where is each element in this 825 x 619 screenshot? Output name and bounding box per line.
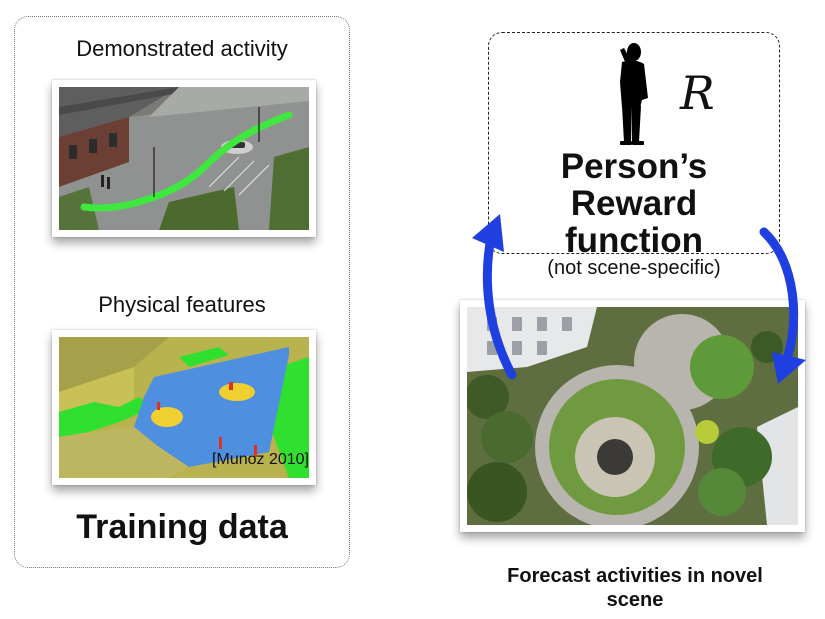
reward-title-line: Person’s [560, 147, 708, 186]
parking-lot-aerial-image [59, 87, 309, 230]
training-data-title: Training data [76, 508, 288, 546]
reward-function-title: Person’s Reward function [488, 148, 780, 259]
physical-features-caption: Physical features [98, 292, 266, 317]
citation-label: [Munoz 2010] [212, 451, 309, 468]
reward-note: (not scene-specific) [547, 257, 721, 279]
demonstrated-activity-photo [52, 80, 316, 237]
forecast-caption-line: scene [606, 589, 664, 611]
infer-reward-arrow [482, 227, 517, 380]
forecast-caption: Forecast activities in novel scene [440, 564, 825, 612]
novel-scene-photo [460, 300, 805, 532]
person-on-phone-silhouette-icon [620, 43, 648, 145]
reward-function-box [488, 32, 780, 254]
forecast-arrow [759, 227, 799, 367]
semantic-segmentation-image: [Munoz 2010] [59, 337, 309, 478]
reward-symbol: R [680, 66, 715, 120]
training-data-panel [14, 16, 350, 568]
physical-features-photo: [Munoz 2010] [52, 330, 316, 485]
arrow-head-up-icon [472, 214, 504, 252]
reward-title-line: function [564, 221, 704, 260]
demonstrated-activity-caption: Demonstrated activity [76, 36, 288, 61]
garden-courtyard-aerial-image [467, 307, 798, 525]
forecast-caption-line: Forecast activities in novel [507, 565, 763, 587]
arrow-head-down-icon [772, 352, 806, 384]
reward-title-line: Reward [570, 184, 698, 223]
demonstrated-path [80, 111, 293, 212]
